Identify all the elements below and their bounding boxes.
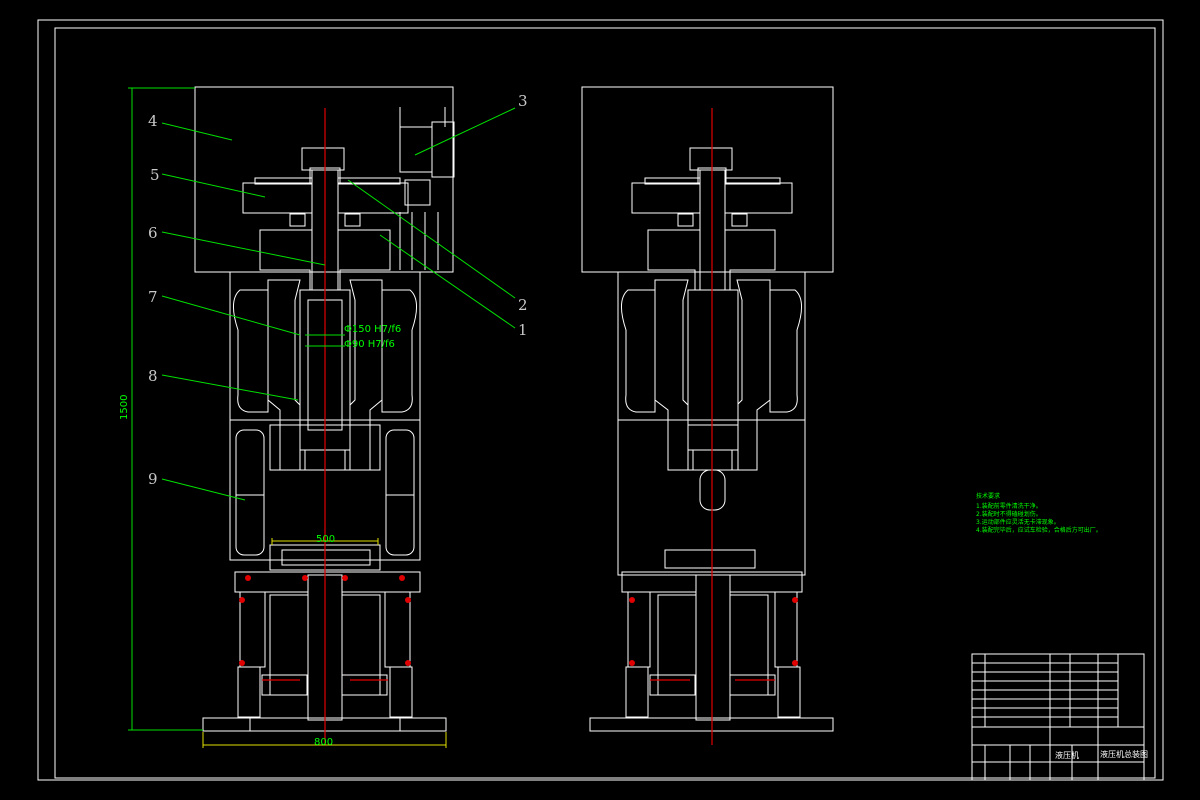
outer-border	[37, 19, 1164, 781]
left-view	[194, 86, 455, 745]
dimension-lines	[128, 87, 447, 748]
right-view	[581, 86, 834, 745]
callout-leaders	[161, 107, 516, 501]
title-block	[971, 653, 1145, 781]
inner-border	[54, 27, 1156, 779]
